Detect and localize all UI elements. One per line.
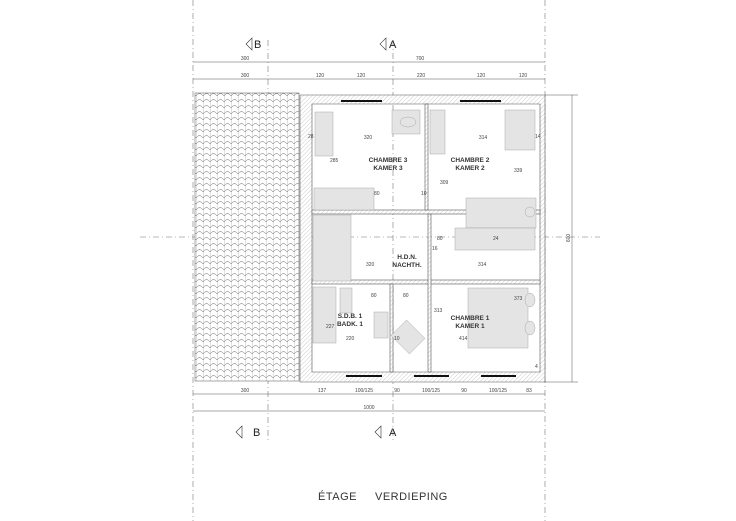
svg-text:VERDIEPING: VERDIEPING bbox=[375, 491, 448, 503]
staircase bbox=[312, 214, 352, 282]
windows bbox=[341, 100, 516, 377]
svg-text:285: 285 bbox=[330, 158, 339, 164]
svg-text:H.D.N.: H.D.N. bbox=[397, 254, 417, 261]
interior-dimensions: 320 314 285 339 309 28 14 80 10 80 24 32… bbox=[308, 134, 541, 370]
section-marker-top-a: A bbox=[379, 37, 397, 51]
svg-text:80: 80 bbox=[371, 293, 377, 299]
svg-text:CHAMBRE 1: CHAMBRE 1 bbox=[451, 315, 490, 322]
svg-text:S.D.B. 1: S.D.B. 1 bbox=[338, 313, 363, 320]
svg-text:80: 80 bbox=[437, 236, 443, 242]
svg-text:220: 220 bbox=[417, 73, 426, 79]
svg-text:10: 10 bbox=[421, 191, 427, 197]
svg-text:314: 314 bbox=[478, 262, 487, 268]
svg-text:373: 373 bbox=[514, 296, 523, 302]
svg-text:300: 300 bbox=[241, 388, 250, 394]
svg-text:313: 313 bbox=[434, 308, 443, 314]
svg-text:700: 700 bbox=[416, 56, 425, 62]
svg-text:16: 16 bbox=[432, 246, 438, 252]
room-bathroom-1: S.D.B. 1 BADK. 1 bbox=[337, 313, 363, 328]
roof-tiles bbox=[194, 92, 300, 382]
svg-text:83: 83 bbox=[526, 388, 532, 394]
svg-text:314: 314 bbox=[479, 135, 488, 141]
furniture bbox=[312, 109, 537, 355]
svg-text:ÉTAGE: ÉTAGE bbox=[318, 490, 357, 503]
svg-text:137: 137 bbox=[318, 388, 327, 394]
svg-text:414: 414 bbox=[459, 336, 468, 342]
svg-text:120: 120 bbox=[519, 73, 528, 79]
svg-text:100/125: 100/125 bbox=[489, 388, 507, 394]
svg-text:1000: 1000 bbox=[363, 405, 374, 411]
svg-text:120: 120 bbox=[357, 73, 366, 79]
svg-text:339: 339 bbox=[514, 168, 523, 174]
svg-text:B: B bbox=[253, 427, 260, 439]
svg-text:120: 120 bbox=[316, 73, 325, 79]
svg-text:90: 90 bbox=[461, 388, 467, 394]
svg-text:100/125: 100/125 bbox=[355, 388, 373, 394]
svg-text:B: B bbox=[254, 39, 261, 51]
svg-text:300: 300 bbox=[241, 73, 250, 79]
room-chambre-2: CHAMBRE 2 KAMER 2 bbox=[451, 157, 490, 172]
svg-text:80: 80 bbox=[374, 191, 380, 197]
svg-text:14: 14 bbox=[535, 134, 541, 140]
svg-text:24: 24 bbox=[493, 236, 499, 242]
svg-text:4: 4 bbox=[535, 364, 538, 370]
bottom-dimensions: 300 137 100/125 90 100/125 90 100/125 83… bbox=[193, 388, 545, 412]
svg-text:320: 320 bbox=[364, 135, 373, 141]
section-marker-bottom-b: B bbox=[235, 425, 260, 439]
room-hall: H.D.N. NACHTH. bbox=[392, 254, 421, 269]
svg-text:BADK. 1: BADK. 1 bbox=[337, 321, 363, 328]
svg-text:A: A bbox=[389, 427, 397, 439]
room-chambre-3: CHAMBRE 3 KAMER 3 bbox=[369, 157, 408, 172]
walls bbox=[299, 94, 546, 383]
svg-text:90: 90 bbox=[394, 388, 400, 394]
svg-text:227: 227 bbox=[326, 324, 335, 330]
svg-text:NACHTH.: NACHTH. bbox=[392, 262, 421, 269]
svg-text:300: 300 bbox=[241, 56, 250, 62]
svg-text:CHAMBRE 3: CHAMBRE 3 bbox=[369, 157, 408, 164]
svg-text:A: A bbox=[389, 39, 397, 51]
svg-text:320: 320 bbox=[366, 262, 375, 268]
svg-text:KAMER 1: KAMER 1 bbox=[455, 323, 485, 330]
svg-text:KAMER 2: KAMER 2 bbox=[455, 165, 485, 172]
svg-text:80: 80 bbox=[403, 293, 409, 299]
top-dimensions: 300 700 300 120 120 220 120 120 bbox=[193, 56, 545, 80]
svg-text:100/125: 100/125 bbox=[422, 388, 440, 394]
svg-text:28: 28 bbox=[308, 134, 314, 140]
right-dimension: 600 bbox=[545, 94, 578, 383]
svg-text:600: 600 bbox=[566, 234, 572, 243]
svg-text:CHAMBRE 2: CHAMBRE 2 bbox=[451, 157, 490, 164]
section-marker-bottom-a: A bbox=[374, 425, 397, 439]
svg-text:220: 220 bbox=[346, 336, 355, 342]
section-marker-top-b: B bbox=[245, 37, 261, 51]
room-chambre-1: CHAMBRE 1 KAMER 1 bbox=[451, 315, 490, 330]
svg-text:309: 309 bbox=[440, 180, 449, 186]
drawing-title: ÉTAGE VERDIEPING bbox=[318, 490, 448, 503]
svg-text:10: 10 bbox=[394, 336, 400, 342]
svg-text:KAMER 3: KAMER 3 bbox=[373, 165, 403, 172]
svg-text:120: 120 bbox=[477, 73, 486, 79]
